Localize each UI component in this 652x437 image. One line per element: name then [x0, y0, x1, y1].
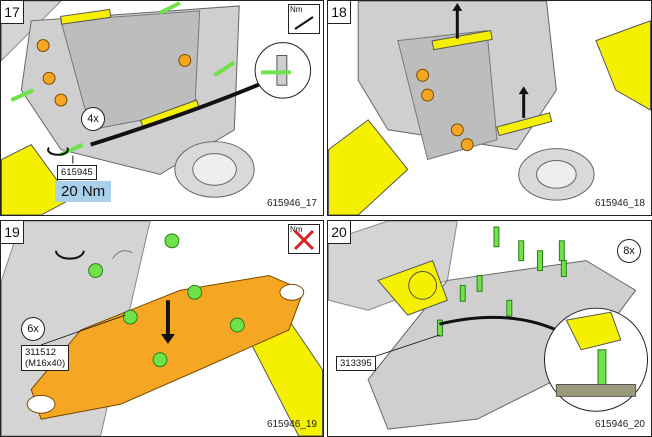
rotate-arrow-icon [54, 250, 85, 260]
quantity-badge: 8x [617, 239, 641, 263]
figure-reference: 615946_17 [266, 198, 317, 209]
prohibited-icon [293, 229, 315, 251]
torque-wrench-icon: Nm [288, 4, 320, 34]
torque-wrench-icon: Nm [288, 224, 320, 254]
step-19-illustration [1, 221, 323, 436]
figure-reference: 615946_18 [594, 198, 645, 209]
green-bolt [10, 88, 35, 102]
panel-step-18: 18 615946_18 [327, 0, 652, 216]
rotate-arrow-icon [47, 146, 69, 156]
green-pins [436, 226, 567, 337]
part-number-label: 313395 [336, 356, 376, 371]
step-20-illustration [328, 221, 649, 430]
step-number: 20 [328, 221, 351, 244]
step-number: 19 [1, 221, 24, 244]
panel-step-20: 20 8x 313395 615946_20 [327, 220, 652, 437]
green-bolt [213, 60, 236, 77]
green-bolts [88, 233, 245, 368]
step-number: 18 [328, 1, 351, 24]
green-bolt [159, 1, 181, 15]
figure-reference: 615946_19 [266, 419, 317, 430]
step-17-illustration [1, 1, 312, 215]
part-number-label: 615945 [57, 165, 97, 180]
figure-reference: 615946_20 [594, 419, 645, 430]
torque-value: 20 Nm [55, 181, 112, 202]
step-number: 17 [1, 1, 24, 24]
hand-icon [112, 250, 133, 259]
panel-step-19: 19 6x 311512 (M16x40) Nm 615946_19 [0, 220, 324, 437]
quantity-badge: 4x [81, 107, 105, 131]
quantity-badge: 6x [21, 317, 45, 341]
part-number-label: 311512 (M16x40) [21, 345, 70, 371]
panel-step-17: 17 4x 615945 20 Nm Nm 615946_17 [0, 0, 324, 216]
step-18-illustration [328, 1, 651, 215]
